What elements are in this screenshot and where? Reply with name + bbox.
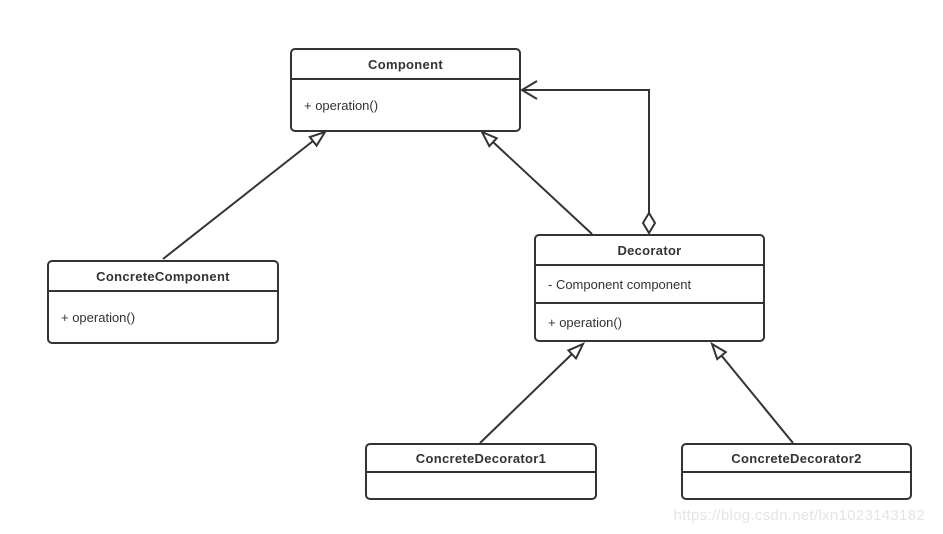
class-title-concrete-decorator1: ConcreteDecorator1 — [367, 445, 595, 473]
class-methods-concrete-component: + operation() — [61, 309, 136, 325]
class-body-concrete-decorator1 — [367, 473, 595, 498]
class-methods-decorator: + operation() — [548, 314, 623, 330]
class-methods-component: + operation() — [304, 97, 379, 113]
watermark-text: https://blog.csdn.net/lxn1023143182 — [673, 507, 925, 524]
class-body-concrete-decorator2 — [683, 473, 910, 498]
generalization-concretedecorator2-to-decorator — [710, 341, 794, 444]
class-box-concrete-decorator2: ConcreteDecorator2 — [681, 443, 912, 500]
generalization-concretedecorator1-to-decorator — [479, 341, 586, 444]
class-title-concrete-component: ConcreteComponent — [49, 262, 277, 292]
class-title-decorator: Decorator — [536, 236, 763, 266]
generalization-decorator-to-component — [479, 130, 593, 235]
class-title-component: Component — [292, 50, 519, 80]
aggregation-decorator-to-component — [520, 80, 657, 235]
class-box-decorator: Decorator - Component component + operat… — [534, 234, 765, 342]
generalization-concretecomponent-to-component — [162, 130, 328, 260]
class-attributes-decorator: - Component component — [536, 266, 763, 304]
class-box-component: Component + operation() — [290, 48, 521, 132]
class-box-concrete-decorator1: ConcreteDecorator1 — [365, 443, 597, 500]
class-box-concrete-component: ConcreteComponent + operation() — [47, 260, 279, 344]
class-title-concrete-decorator2: ConcreteDecorator2 — [683, 445, 910, 473]
